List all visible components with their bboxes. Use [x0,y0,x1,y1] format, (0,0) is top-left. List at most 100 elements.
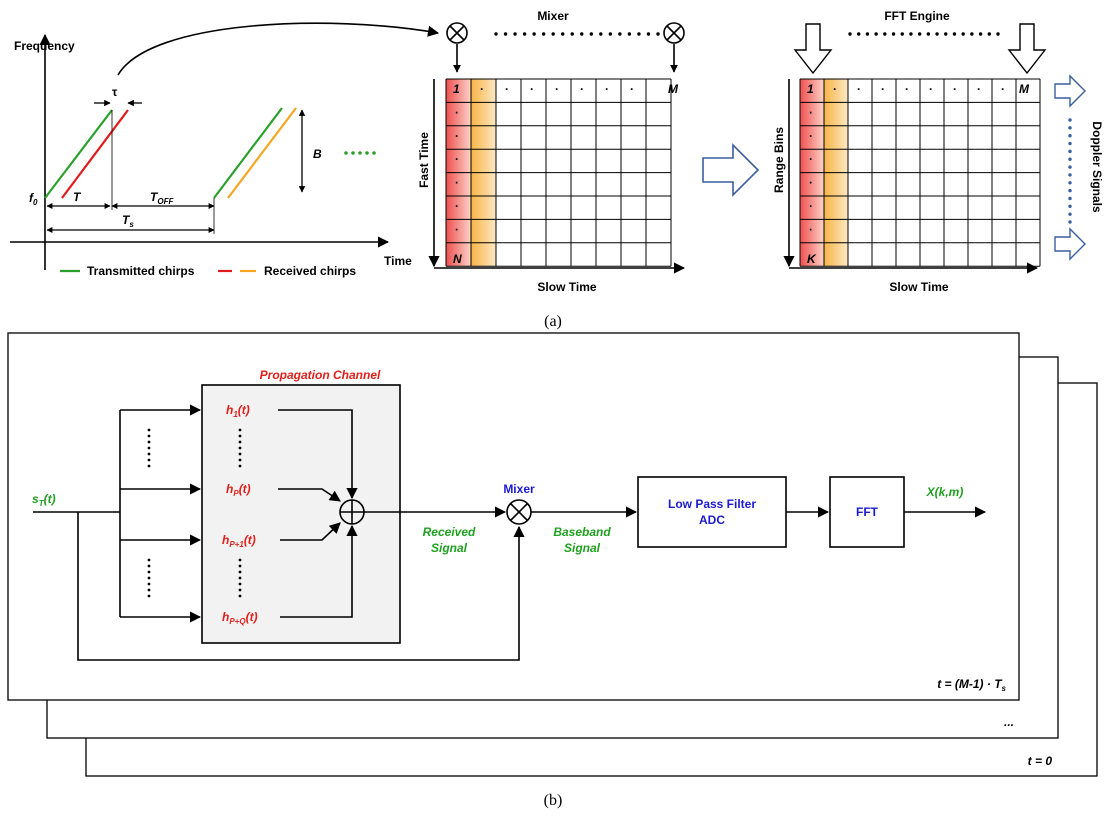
mixer-last-col-label: M [668,82,679,96]
legend-received-label: Received chirps [264,264,356,278]
dot [513,32,517,36]
splitter-dots-upper [147,428,151,468]
slow-time-label-mixer: Slow Time [537,280,596,294]
dot [494,32,498,36]
dot [618,32,622,36]
tap-PQ-to-sum [280,524,358,618]
dot [1068,204,1072,209]
dot [1068,173,1072,177]
tap-P1-to-sum [280,522,341,541]
dot [1068,188,1072,193]
cell-dot: · [809,222,813,236]
cell-dot: · [905,82,909,96]
dot [909,32,913,36]
tap-hP-label: hP(t) [226,482,251,498]
dot [541,32,546,36]
cell-dot: · [555,82,559,96]
fft-grid [799,78,1041,267]
baseband-signal-label-1: Baseband [553,525,611,539]
fft-engine-input-arrow-right [1007,23,1047,75]
dot [891,32,896,36]
cell-dot: · [857,82,861,96]
dot [865,32,870,36]
cell-dot: · [480,82,484,96]
cell-dot: · [455,199,459,213]
dot [1068,181,1072,185]
tap-dots-lower [238,558,242,598]
dot [646,32,651,36]
dot [561,32,565,36]
dot [883,32,887,36]
cell-dot: · [630,82,634,96]
dot [1068,220,1072,224]
dot [917,32,922,36]
fft-label: FFT [856,505,879,519]
dot [952,32,957,36]
cell-dot: · [455,176,459,190]
mixer-last-row-label: N [453,252,462,266]
dot [1068,126,1072,130]
fft-engine-input-arrow-left [793,23,833,75]
cell-dot: · [809,105,813,119]
frequency-axis-label: Frequency [14,39,75,53]
tap-hP1-label: hP+1(t) [222,533,256,549]
tap-1-to-sum [278,409,358,500]
cell-dot: · [455,152,459,166]
mixer-cell-dots: ············· [455,82,634,236]
dot [926,32,931,36]
cell-dot: · [881,82,885,96]
f0-label: f0 [29,191,38,207]
doppler-output-arrow-bottom [1054,227,1086,261]
cell-dot: · [455,129,459,143]
dot [627,32,632,36]
cell-dot: · [929,82,933,96]
dot [637,32,641,36]
system-block-diagram: t = 0 ... t = (M-1) · Ts Propagation Cha… [7,332,1098,777]
reference-signal-line [77,512,525,661]
received-chirp-2 [227,107,297,199]
cell-dot: · [1001,82,1005,96]
dot [1068,212,1072,216]
dot [580,32,584,36]
received-signal-label-2: Signal [431,541,468,555]
dot [1068,165,1072,169]
frame-middle-label: ... [1004,715,1014,729]
processing-arrow [702,143,760,197]
dot [532,32,536,36]
fast-time-label: Fast Time [417,132,431,188]
tau-label: τ [112,85,118,99]
summing-junction [339,499,365,525]
continuation-dots [344,151,376,155]
tap-P-to-sum [278,488,341,502]
lpf-adc-box [637,476,787,548]
dot [1068,149,1072,154]
baseband-signal-label-2: Signal [564,541,601,555]
fft-first-col-label: 1 [807,82,814,96]
frame-back-label: t = 0 [1028,754,1053,768]
T-label: T [73,190,82,204]
fft-matrix-panel: FFT Engine 1 M K ·············· Range Bi… [772,9,1104,294]
splitter-dots-lower [147,558,151,598]
mixer-matrix-panel: Mixer 1 M N ············· Fast Time Slow… [417,9,686,294]
cell-dot: · [530,82,534,96]
propagation-channel-box [201,384,401,644]
fft-engine-dots [848,32,1000,36]
bandwidth-label: B [313,147,322,161]
dot [503,32,508,36]
legend-transmitted-label: Transmitted chirps [87,264,195,278]
fft-last-col-label: M [1019,82,1030,96]
mixer-dots [494,32,660,36]
dot [1068,141,1072,146]
Ts-label: Ts [122,213,134,229]
range-bins-label: Range Bins [772,127,786,193]
dot [656,32,660,36]
doppler-dots [1068,118,1072,224]
cell-dot: · [809,176,813,190]
time-axis-label: Time [384,254,412,268]
dot [1068,196,1072,201]
dot [857,32,861,36]
dot [996,32,1000,36]
mixer-symbol-right [663,22,685,44]
curved-arrow-to-mixer [117,22,440,76]
dot [874,32,878,36]
